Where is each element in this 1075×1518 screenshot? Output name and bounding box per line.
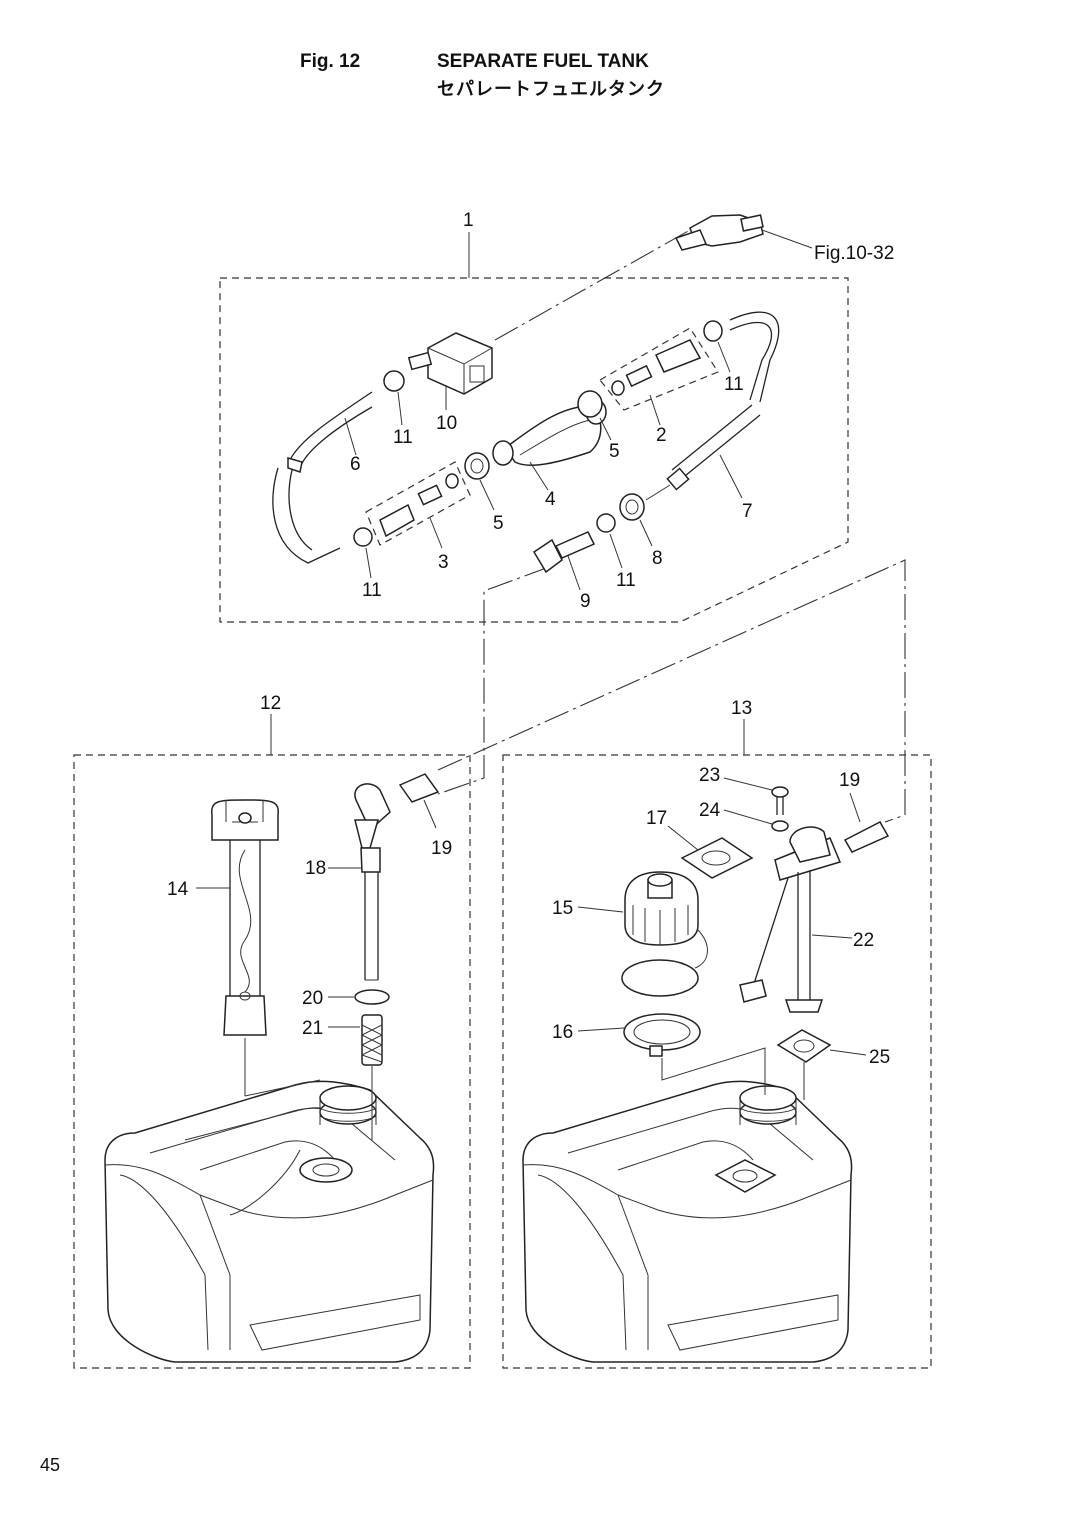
part-3-connector-set [365,461,471,549]
callout-17: 17 [646,808,667,829]
callout-21: 21 [302,1018,323,1039]
fuel-tank-left [104,1080,435,1363]
callout-18: 18 [305,858,326,879]
part-25-gasket [776,1029,867,1100]
part-11-ring-b [353,527,373,547]
callout-11-c: 11 [724,374,744,395]
part-17-label [667,825,754,879]
callout-1: 1 [463,210,474,231]
callout-19-right: 19 [839,770,860,791]
figure-number: Fig. 12 [300,51,361,72]
callout-14: 14 [167,879,189,900]
part-10-joint [407,332,493,410]
part-2-connector-set [599,327,719,426]
callout-13: 13 [731,698,752,719]
figure-title-japanese: セパレートフュエルタンク [437,79,665,100]
connector-path-19 [437,559,906,823]
part-5-ring-left [464,452,490,480]
figure-title: SEPARATE FUEL TANK [437,51,649,72]
callout-10: 10 [436,413,457,434]
part-18-elbow-pickup [328,783,391,981]
part-14-fuel-gauge [196,799,321,1097]
part-21-filter [328,1014,383,1140]
part-11-ring-a [383,370,405,392]
page-number: 45 [40,1455,61,1475]
part-5-ring-right [577,390,603,418]
part-22-fuel-gauge-unit [739,826,853,1013]
callout-11-b: 11 [362,580,382,601]
callout-20: 20 [302,988,323,1009]
callout-22: 22 [853,930,874,951]
tank-assembly-right-box [502,754,932,1369]
callout-5-left: 5 [493,513,504,534]
part-7-hose [729,311,780,403]
part-11-ring-d [596,513,616,533]
hose-assembly-box [219,277,849,623]
part-24-washer [771,820,789,832]
part-8-ring [619,493,645,521]
callout-23: 23 [699,765,720,786]
callout-11-a: 11 [393,427,413,448]
callout-9: 9 [580,591,591,612]
callout-15: 15 [552,898,573,919]
callout-16: 16 [552,1022,573,1043]
part-15-fuel-cap [577,871,708,969]
part-23-screw [723,777,789,815]
tank-assembly-left-box [73,754,471,1369]
part-19-nipple-left [398,773,440,829]
part-20-o-ring [354,989,390,1005]
callout-7: 7 [742,501,753,522]
callout-24: 24 [699,800,721,821]
part-16-retainer-ring [577,1013,766,1095]
fuel-tank-right [522,1080,853,1363]
callout-8: 8 [652,548,663,569]
connector-path-9 [483,566,550,755]
callout-4: 4 [545,489,556,510]
part-15-gasket [621,959,699,997]
part-9-tank-connector [532,531,596,591]
callout-25: 25 [869,1047,890,1068]
callout-2: 2 [656,425,667,446]
engine-connector-ref [674,214,813,251]
callout-11-d: 11 [616,570,636,591]
callout-12: 12 [260,693,281,714]
callout-19-left: 19 [431,838,452,859]
callout-3: 3 [438,552,449,573]
callout-5-right: 5 [609,441,620,462]
part-19-nipple-right [843,792,890,853]
callout-6: 6 [350,454,361,475]
reference-fig-10-32: Fig.10-32 [814,243,894,264]
part-11-ring-c [703,320,723,342]
